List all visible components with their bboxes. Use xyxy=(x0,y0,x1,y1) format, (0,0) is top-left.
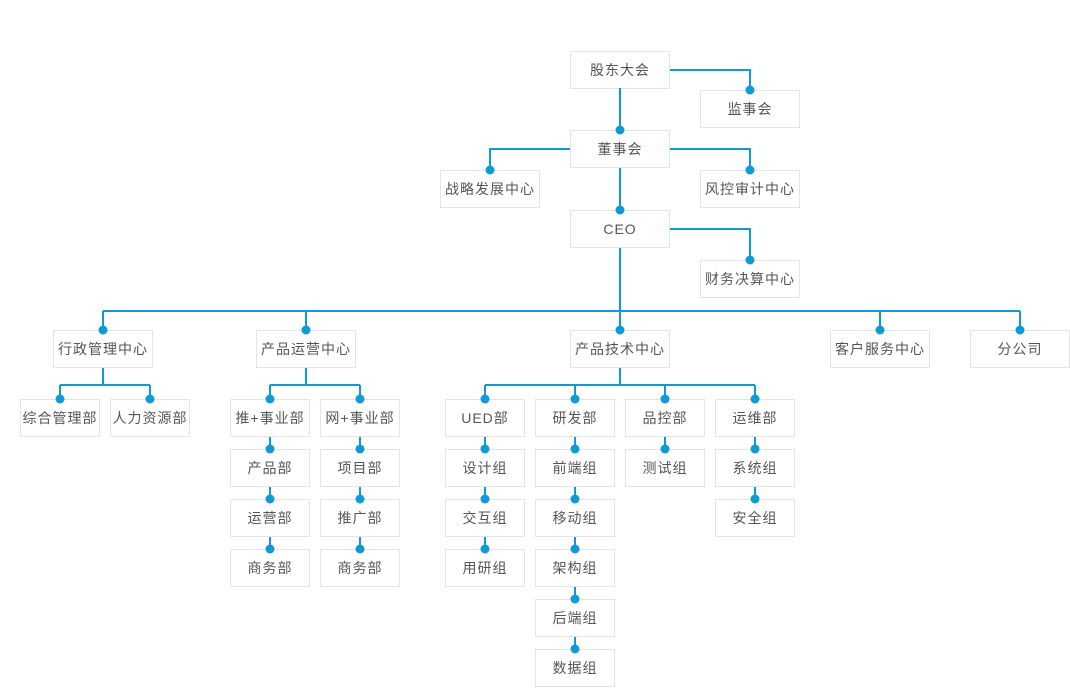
node-data-group: 数据组 xyxy=(535,649,615,687)
node-system-group: 系统组 xyxy=(715,449,795,487)
node-customer-service-center: 客户服务中心 xyxy=(830,330,930,368)
node-operations-dept: 运营部 xyxy=(230,499,310,537)
connector xyxy=(670,148,751,170)
node-business-dept-wang: 商务部 xyxy=(320,549,400,587)
node-interaction-group: 交互组 xyxy=(445,499,525,537)
node-shareholders-meeting: 股东大会 xyxy=(570,51,670,89)
node-product-ops-center: 产品运营中心 xyxy=(256,330,356,368)
node-wang-plus-division: 网+事业部 xyxy=(320,399,400,437)
node-frontend-group: 前端组 xyxy=(535,449,615,487)
node-hr-dept: 人力资源部 xyxy=(110,399,190,437)
node-testing-group: 测试组 xyxy=(625,449,705,487)
node-mobile-group: 移动组 xyxy=(535,499,615,537)
node-product-tech-center: 产品技术中心 xyxy=(570,330,670,368)
node-qc-dept: 品控部 xyxy=(625,399,705,437)
node-rnd-dept: 研发部 xyxy=(535,399,615,437)
node-supervisory-board: 监事会 xyxy=(700,90,800,128)
connector xyxy=(484,368,756,399)
connector xyxy=(670,69,751,90)
connector xyxy=(489,148,570,170)
node-strategy-center: 战略发展中心 xyxy=(440,170,540,208)
node-board-of-directors: 董事会 xyxy=(570,130,670,168)
node-user-research-group: 用研组 xyxy=(445,549,525,587)
node-promotion-dept: 推广部 xyxy=(320,499,400,537)
node-business-dept-tui: 商务部 xyxy=(230,549,310,587)
connector xyxy=(269,368,361,399)
node-product-dept: 产品部 xyxy=(230,449,310,487)
node-ops-dept: 运维部 xyxy=(715,399,795,437)
node-finance-center: 财务决算中心 xyxy=(700,260,800,298)
node-backend-group: 后端组 xyxy=(535,599,615,637)
node-ceo: CEO xyxy=(570,210,670,248)
node-project-dept: 项目部 xyxy=(320,449,400,487)
connector xyxy=(59,368,151,399)
node-admin-center: 行政管理中心 xyxy=(53,330,153,368)
node-branch-company: 分公司 xyxy=(970,330,1070,368)
connector xyxy=(670,228,751,260)
node-general-mgmt-dept: 综合管理部 xyxy=(20,399,100,437)
node-risk-audit-center: 风控审计中心 xyxy=(700,170,800,208)
node-ued-dept: UED部 xyxy=(445,399,525,437)
node-tui-plus-division: 推+事业部 xyxy=(230,399,310,437)
node-design-group: 设计组 xyxy=(445,449,525,487)
node-security-group: 安全组 xyxy=(715,499,795,537)
node-architecture-group: 架构组 xyxy=(535,549,615,587)
